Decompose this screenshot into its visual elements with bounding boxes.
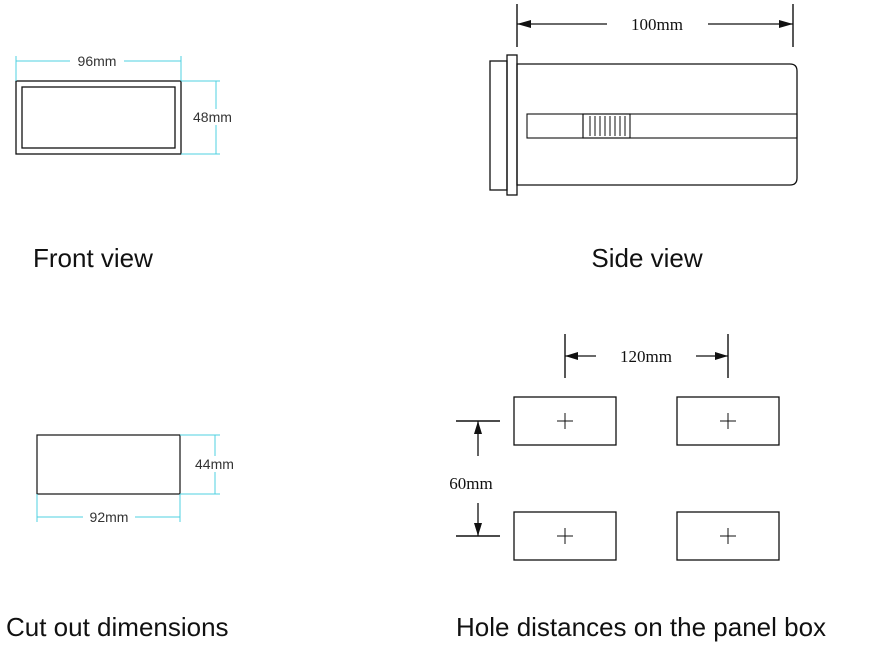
side-view: 100mm Side view — [489, 4, 798, 273]
side-clip-teeth — [589, 116, 626, 136]
side-clip-rail — [526, 113, 798, 139]
front-view: 96mm 48mm Front view — [15, 53, 242, 273]
side-length-arrow-right — [779, 20, 793, 28]
holes-vertical-label: 60mm — [449, 474, 492, 493]
side-view-caption: Side view — [591, 243, 702, 273]
holes-caption: Hole distances on the panel box — [456, 612, 826, 642]
cutout-height-label-bg — [194, 456, 244, 472]
side-bezel-outer — [489, 60, 508, 191]
hole-box-bottom-left — [513, 511, 617, 561]
hole-box-top-left — [513, 396, 617, 446]
holes-horizontal-label: 120mm — [620, 347, 672, 366]
front-bezel-outer — [15, 80, 182, 155]
holes-h-arrow-right — [715, 352, 728, 360]
hole-box-top-right — [676, 396, 780, 446]
front-bezel-inner — [21, 86, 176, 149]
cutout-height-label: 44mm — [195, 456, 234, 472]
front-height-label-bg — [192, 109, 242, 125]
cutout-width-label: 92mm — [90, 509, 129, 525]
side-housing — [516, 63, 798, 186]
cutout-view: 44mm 92mm Cut out dimensions — [6, 434, 244, 642]
front-width-label: 96mm — [78, 53, 117, 69]
hole-box-bottom-right — [676, 511, 780, 561]
cutout-rect — [36, 434, 181, 495]
front-width-label-bg — [70, 53, 124, 69]
front-view-caption: Front view — [33, 243, 153, 273]
holes-v-arrow-top — [474, 421, 482, 434]
side-length-arrow-left — [517, 20, 531, 28]
cutout-caption: Cut out dimensions — [6, 612, 229, 642]
hole-distances-view: 120mm 60mm Hole distances — [449, 334, 826, 642]
cutout-width-label-bg — [83, 509, 135, 525]
side-length-label: 100mm — [631, 15, 683, 34]
holes-v-arrow-bottom — [474, 523, 482, 536]
side-bezel-flange — [506, 54, 518, 196]
side-clip-teeth-box — [582, 113, 631, 139]
front-height-label: 48mm — [193, 109, 232, 125]
holes-h-arrow-left — [565, 352, 578, 360]
